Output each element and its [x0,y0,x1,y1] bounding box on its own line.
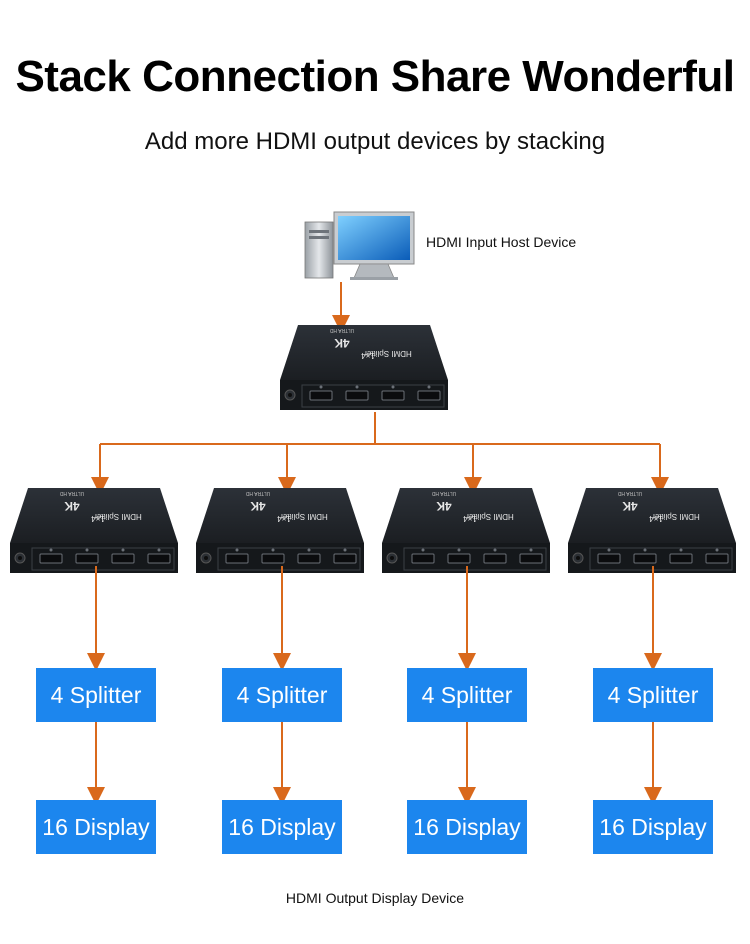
splitter-count-box: 4 Splitter [593,668,713,722]
device-ultra-hd-text: ULTRA HD [59,490,84,496]
device-ultra-hd-text: ULTRA HD [245,490,270,496]
page-title: Stack Connection Share Wonderful [15,52,735,101]
output-device-label: HDMI Output Display Device [285,890,465,906]
device-ultra-hd-text: ULTRA HD [329,327,354,333]
device-ratio-text: 1×4 [361,351,375,360]
device-ratio-text: 1×4 [649,514,663,523]
device-model-text: HDMI Splitter [364,349,412,358]
display-count-box: 16 Display [593,800,713,854]
splitter-count-box: 4 Splitter [36,668,156,722]
host-device-label: HDMI Input Host Device [426,234,577,250]
device-4k-badge: 4K [622,499,638,513]
splitter-count-box: 4 Splitter [222,668,342,722]
device-ultra-hd-text: ULTRA HD [431,490,456,496]
splitter-count-box: 4 Splitter [407,668,527,722]
display-count-box: 16 Display [222,800,342,854]
display-count-box: 16 Display [407,800,527,854]
device-4k-badge: 4K [64,499,80,513]
device-ratio-text: 1×4 [277,514,291,523]
device-model-text: HDMI Splitter [466,512,514,521]
device-ultra-hd-text: ULTRA HD [617,490,642,496]
display-count-box: 16 Display [36,800,156,854]
device-model-text: HDMI Splitter [280,512,328,521]
device-model-text: HDMI Splitter [94,512,142,521]
host-computer-icon [304,211,415,280]
device-model-text: HDMI Splitter [652,512,700,521]
device-4k-badge: 4K [436,499,452,513]
device-ratio-text: 1×4 [91,514,105,523]
device-4k-badge: 4K [250,499,266,513]
device-4k-badge: 4K [334,336,350,350]
device-ratio-text: 1×4 [463,514,477,523]
page-subtitle: Add more HDMI output devices by stacking [144,128,606,155]
